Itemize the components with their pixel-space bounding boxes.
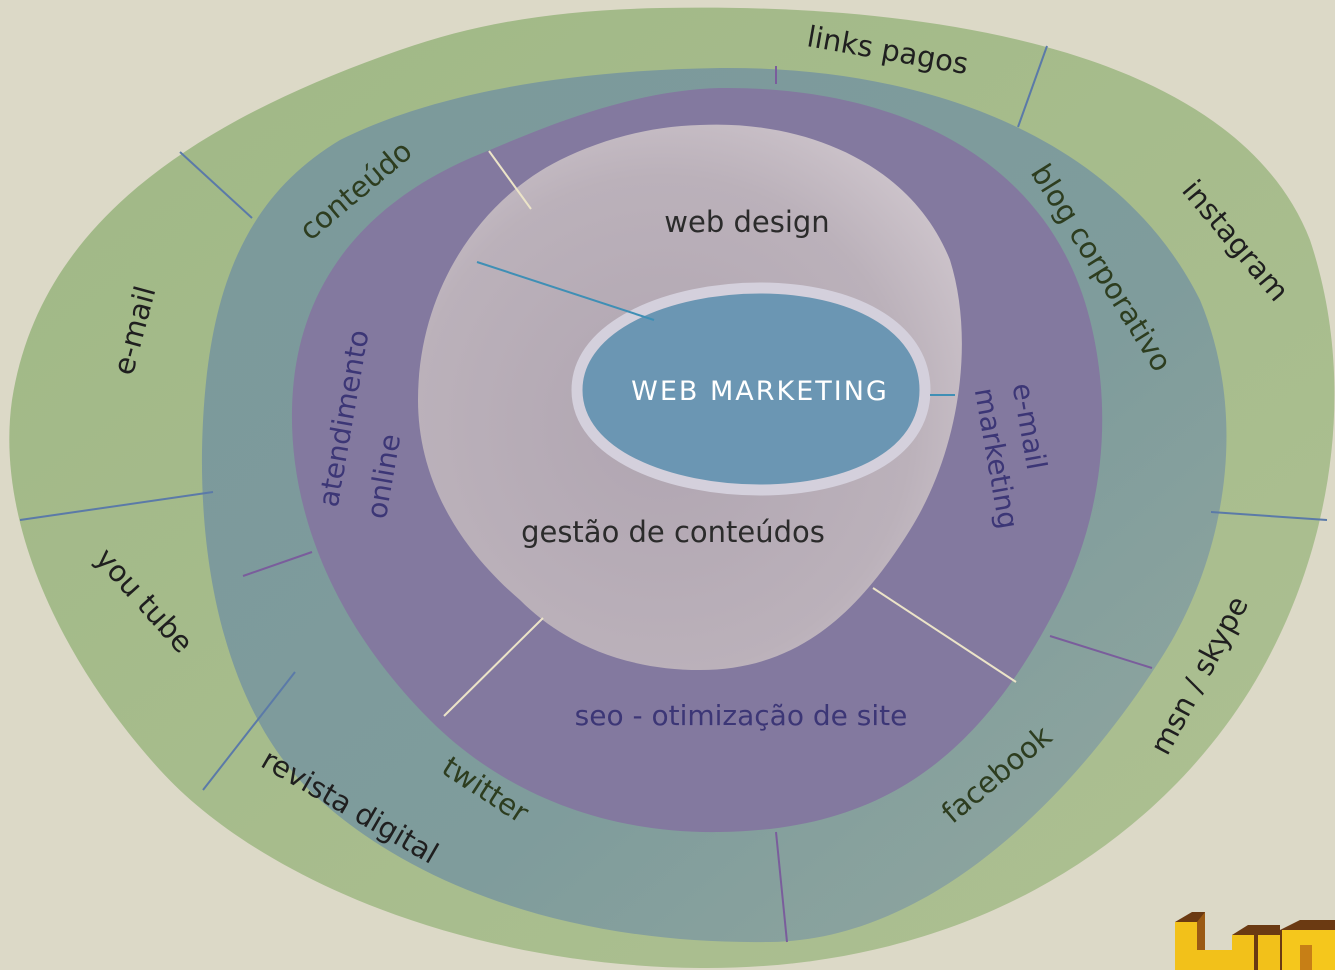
divider-mid-3 xyxy=(872,587,1017,683)
divider-outer-4 xyxy=(19,491,214,521)
core-bottom-label: gestão de conteúdos xyxy=(521,515,825,549)
divider-outer-5 xyxy=(1210,511,1328,521)
center-label: WEB MARKETING xyxy=(631,376,889,407)
divider-teal-1 xyxy=(242,551,313,577)
divider-mid-2 xyxy=(443,617,544,717)
divider-teal-2 xyxy=(1049,635,1153,669)
logo-mark xyxy=(1175,912,1335,970)
divider-outer-3 xyxy=(179,151,253,219)
divider-teal-3 xyxy=(775,831,788,943)
divider-outer-6 xyxy=(202,671,296,791)
core-top-label: web design xyxy=(664,205,829,239)
center-ellipse xyxy=(571,282,931,496)
divider-mid-1 xyxy=(488,150,532,210)
divider-core-1 xyxy=(476,261,655,321)
divider-outer-2 xyxy=(1017,45,1048,128)
middle-bottom-label: seo - otimização de site xyxy=(575,699,908,732)
